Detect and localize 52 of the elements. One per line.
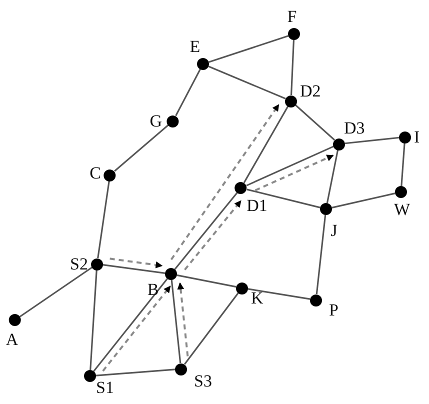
graph-edge [174,192,238,270]
graph-edge [114,124,169,172]
node-label: S2 [70,256,88,272]
node-label: A [6,331,18,348]
node-label: P [329,302,338,318]
node-label: F [287,8,297,25]
node-label: J [330,222,338,239]
node-label: K [251,290,264,306]
graph-edge [294,104,336,141]
graph-edge [290,40,295,96]
graph-node [392,186,410,216]
graph-edge [246,188,320,208]
node-label: E [190,38,200,55]
arrow [177,282,189,356]
graph-edge [96,368,176,376]
node-label: D1 [246,197,268,214]
graph-edge [175,68,201,116]
graph-edge [170,280,182,364]
graph-edge [248,288,310,300]
graph-edge [102,264,166,274]
graph-edge [97,180,110,258]
node-label: W [394,201,410,218]
graph-edge [208,35,289,63]
arrow [110,258,163,268]
graph-node [92,166,116,184]
arrow [102,286,172,372]
node-label: I [414,128,420,146]
graph-node [72,256,103,272]
graph-node [288,10,300,40]
node-label: S3 [194,372,212,390]
node-label: S1 [96,379,114,396]
node-label: G [150,112,162,130]
graph-edge [20,266,92,318]
graph-edge [316,214,326,294]
graph-edge [184,292,240,365]
graph-edge [332,192,396,208]
graph-edge [344,136,400,144]
node-label: B [147,281,159,298]
node-label: C [90,164,101,182]
node-label: D3 [344,120,365,136]
graph-edge [90,270,98,370]
arrow [184,200,242,270]
graph-edge [93,278,168,372]
graph-edge [400,142,406,186]
graph-edge [246,146,334,186]
arrow [170,104,280,260]
node-label: D2 [300,82,321,100]
graph-edge [176,274,236,288]
graph-node [399,128,418,146]
graph-edge [243,106,289,184]
graph-edge [326,150,339,204]
graph-edge [208,66,286,100]
